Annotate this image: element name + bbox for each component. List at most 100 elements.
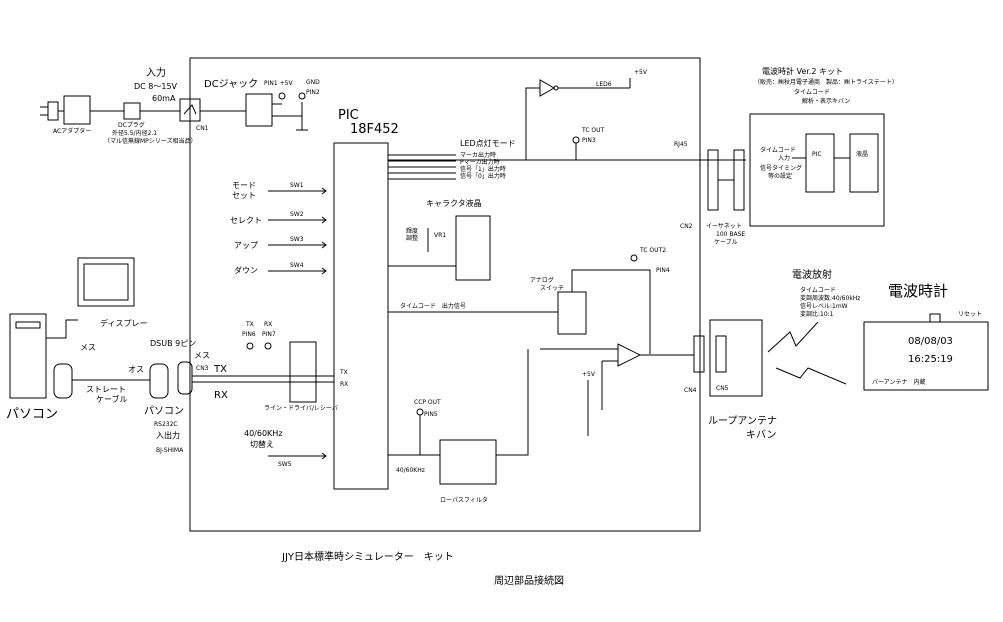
led-group [388,154,456,180]
pic-rx: RX [340,381,348,388]
cn4-connector [693,335,705,373]
plus5v-top: +5V [634,69,648,76]
pin4-label: PIN4 [656,267,670,274]
pc2-label: パソコン [144,405,184,417]
pc-dsub-female [53,363,73,399]
clock-v2-sig2: 等の設定 [768,172,792,180]
cn1-label: CN1 [196,125,209,132]
pin3-tc-out: TC OUT [581,127,605,134]
board-dsub-female [177,361,193,395]
dc-plug-label: DCプラグ [118,121,145,129]
clock-v2-tc-in: タイムコード [760,146,796,154]
footer-title: JJY日本標準時シミュレーター キット [281,550,454,563]
serial-male: オス [128,365,144,374]
cn2-label: CN2 [680,223,693,230]
loop-antenna-board-label: キバン [746,429,777,441]
pic-name: PIC [338,108,359,123]
cn5-label: CN5 [716,385,729,392]
rj45-connector-a [707,149,719,211]
reset-label: リセット [958,311,982,318]
rs232c-label: RS232C [154,421,178,428]
clock-v2-title: 電波時計 Ver.2 キット [762,66,843,76]
inverter-line [525,87,540,160]
sw1-label: SW1 [290,182,304,189]
serial-tx: TX [213,364,227,375]
clock-v2-board [749,113,885,227]
clock-v2-maker: （販売：㈱秋月電子通商 製品：㈱トライステート） [754,78,898,86]
pin7-rx: RX [264,321,272,328]
straight-cable2: ケーブル [96,394,128,404]
ethernet-label: イーサネット [706,223,742,230]
pin2-terminal [298,92,306,100]
clock-v2-pic [805,133,835,193]
regulator [245,93,308,131]
plus5v-mid: +5V [582,371,596,378]
pin6-tx: TX [245,321,254,328]
pic-tx: TX [339,369,348,376]
pic-part: 18F452 [350,122,399,137]
emit-label: 電波放射 [792,268,832,281]
sw5-label: SW5 [278,461,292,468]
pin4-tc-out2: TC OUT2 [639,247,666,254]
pin3-terminal [572,136,580,144]
wave-clock-body [863,321,989,391]
inverter [539,79,556,97]
loop-antenna-name: ループアンテナ [708,415,777,427]
pin6-label: PIN6 [242,331,256,338]
straight-cable: ストレート [86,385,126,394]
radio-wave-2 [775,367,847,385]
cn4-label: CN4 [684,387,697,394]
pin2-gnd-label: GND [306,79,320,86]
emit-tc2: 信号レベル:1mW [800,302,848,310]
display-monitor [77,257,135,307]
wave-clock-date: 08/08/03 [908,336,953,347]
line-driver [289,341,317,403]
pin2-label: PIN2 [306,89,320,96]
dc-plug-spec: 外径5.5/内径2.1 [112,129,157,137]
clock-v2-tc2: 解析・表示キバン [802,97,850,105]
clock-v2-lcd-label: 液晶 [856,150,868,158]
emit-tc: タイムコード [800,286,836,294]
switch-set-label: セット [232,191,256,200]
lpf-box [439,439,497,485]
sw3-label: SW3 [290,236,304,243]
footer-sub: 周辺部品接続図 [494,574,564,587]
pin1-terminal [278,92,286,100]
bj-label: BJ-SHIMA [156,447,184,454]
pic-chip [333,142,389,490]
wave-clock-time: 16:25:19 [908,354,953,365]
switch-mode-label: モード [232,181,256,190]
op-amp [617,343,642,367]
pin5-ccp-out: CCP OUT [414,399,441,406]
ethernet-spec: 100 BASE [716,231,745,238]
led-item-2: Pマーカ出力時 [460,158,500,166]
led6-label: LED6 [596,81,612,88]
pin3-label: PIN3 [582,137,596,144]
switch-down-label: ダウン [234,265,258,275]
led-item-3: 信号「1」出力時 [460,165,506,173]
timecode-label: タイムコード 出力信号 [400,302,466,310]
display-label: ディスプレー [100,318,147,328]
pin7-label: PIN7 [262,331,276,338]
lcd-contrast2: 調整 [406,234,418,242]
emit-tc3: 変調比:10:1 [800,310,834,318]
freq-switch-label: 40/60KHz [244,429,283,438]
radio-wave-1 [767,321,819,353]
cn3-label: CN3 [196,365,209,372]
clock-v2-tc: タイムコード [794,88,830,96]
io-label: 入出力 [156,430,180,440]
clock-v2-tc-in2: 入力 [778,154,790,162]
dc-plug-note: （マル信無線MPシリーズ相当品） [104,137,197,145]
dsub-label: DSUB 9ピン [150,339,196,348]
emit-tc1: 変調周波数:40/60kHz [800,294,860,302]
bar-antenna-label: バーアンテナ 内蔵 [872,378,926,386]
analog-label: アナログ [530,276,554,284]
reset-button [929,313,941,323]
pin5-label: PIN5 [424,411,438,418]
cable-dsub-male [149,363,169,399]
input-current: 60mA [152,94,176,103]
lcd-box [455,215,491,281]
main-board-outline [189,57,701,532]
cn5-connector [715,335,727,373]
led-title: LED点灯モード [460,138,516,148]
